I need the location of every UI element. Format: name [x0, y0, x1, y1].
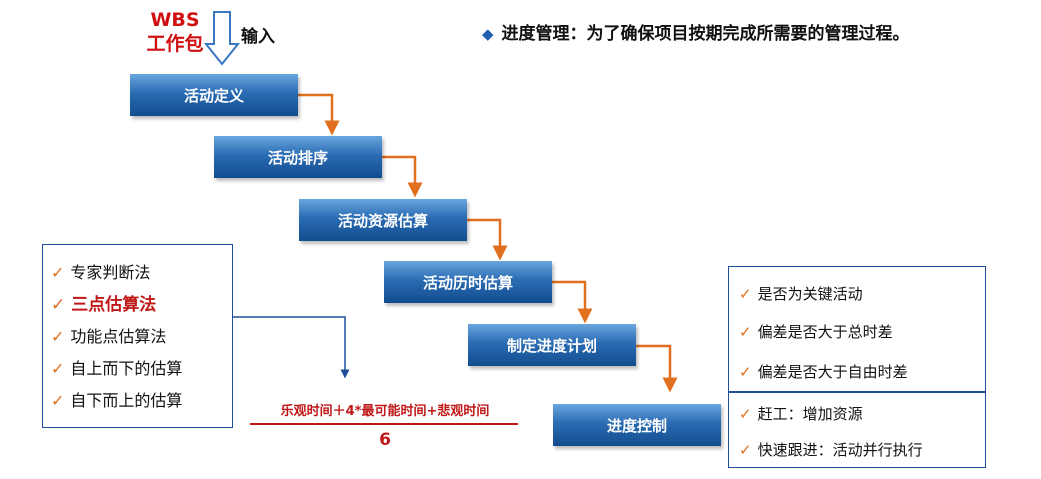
wbs-line2: 工作包: [146, 33, 204, 55]
control-check-item: ✓偏差是否大于自由时差: [739, 363, 908, 381]
step-duration-estimation: 活动历时估算: [384, 261, 552, 303]
connector-3-4: [467, 218, 508, 261]
check-icon: ✓: [739, 405, 752, 423]
step-schedule-control: 进度控制: [553, 404, 721, 446]
check-icon: ✓: [51, 391, 65, 410]
method-item: ✓专家判断法: [51, 263, 151, 282]
control-box-divider: [729, 391, 985, 393]
method-item: ✓自上而下的估算: [51, 359, 183, 378]
input-arrow-icon: [203, 11, 241, 66]
method-item: ✓功能点估算法: [51, 327, 167, 346]
headline-text: 进度管理：为了确保项目按期完成所需要的管理过程。: [501, 24, 910, 44]
method-item-highlight: ✓三点估算法: [51, 295, 157, 315]
check-icon: ✓: [51, 263, 65, 282]
estimation-methods-box: ✓专家判断法 ✓三点估算法 ✓功能点估算法 ✓自上而下的估算 ✓自下而上的估算: [42, 244, 233, 428]
step-resource-estimation: 活动资源估算: [299, 199, 467, 241]
control-action-item: ✓赶工：增加资源: [739, 405, 863, 423]
schedule-control-box: ✓是否为关键活动 ✓偏差是否大于总时差 ✓偏差是否大于自由时差 ✓赶工：增加资源…: [728, 266, 986, 468]
wbs-line1: WBS: [150, 9, 200, 31]
check-icon: ✓: [51, 295, 66, 315]
control-check-item: ✓偏差是否大于总时差: [739, 323, 893, 341]
formula-fraction-line: [250, 423, 518, 425]
headline: ◆ 进度管理：为了确保项目按期完成所需要的管理过程。: [482, 19, 910, 44]
control-check-item: ✓是否为关键活动: [739, 285, 863, 303]
connector-1-2: [298, 93, 340, 136]
input-label: 输入: [241, 27, 275, 47]
step-schedule-development: 制定进度计划: [468, 324, 636, 366]
connector-5-6: [636, 344, 678, 393]
control-action-item: ✓快速跟进：活动并行执行: [739, 441, 923, 459]
diamond-bullet-icon: ◆: [482, 25, 494, 43]
check-icon: ✓: [739, 363, 752, 381]
wbs-label: WBS 工作包: [140, 8, 210, 56]
check-icon: ✓: [51, 327, 65, 346]
check-icon: ✓: [51, 359, 65, 378]
connector-4-5: [552, 280, 593, 324]
check-icon: ✓: [739, 323, 752, 341]
formula-numerator: 乐观时间＋4*最可能时间+悲观时间: [280, 404, 490, 419]
step-activity-definition: 活动定义: [130, 74, 298, 116]
formula-denominator: 6: [379, 430, 391, 450]
connector-2-3: [382, 155, 423, 198]
method-to-formula-connector: [190, 316, 350, 379]
check-icon: ✓: [739, 441, 752, 459]
check-icon: ✓: [739, 285, 752, 303]
method-item: ✓自下而上的估算: [51, 391, 183, 410]
step-activity-sequencing: 活动排序: [214, 136, 382, 178]
